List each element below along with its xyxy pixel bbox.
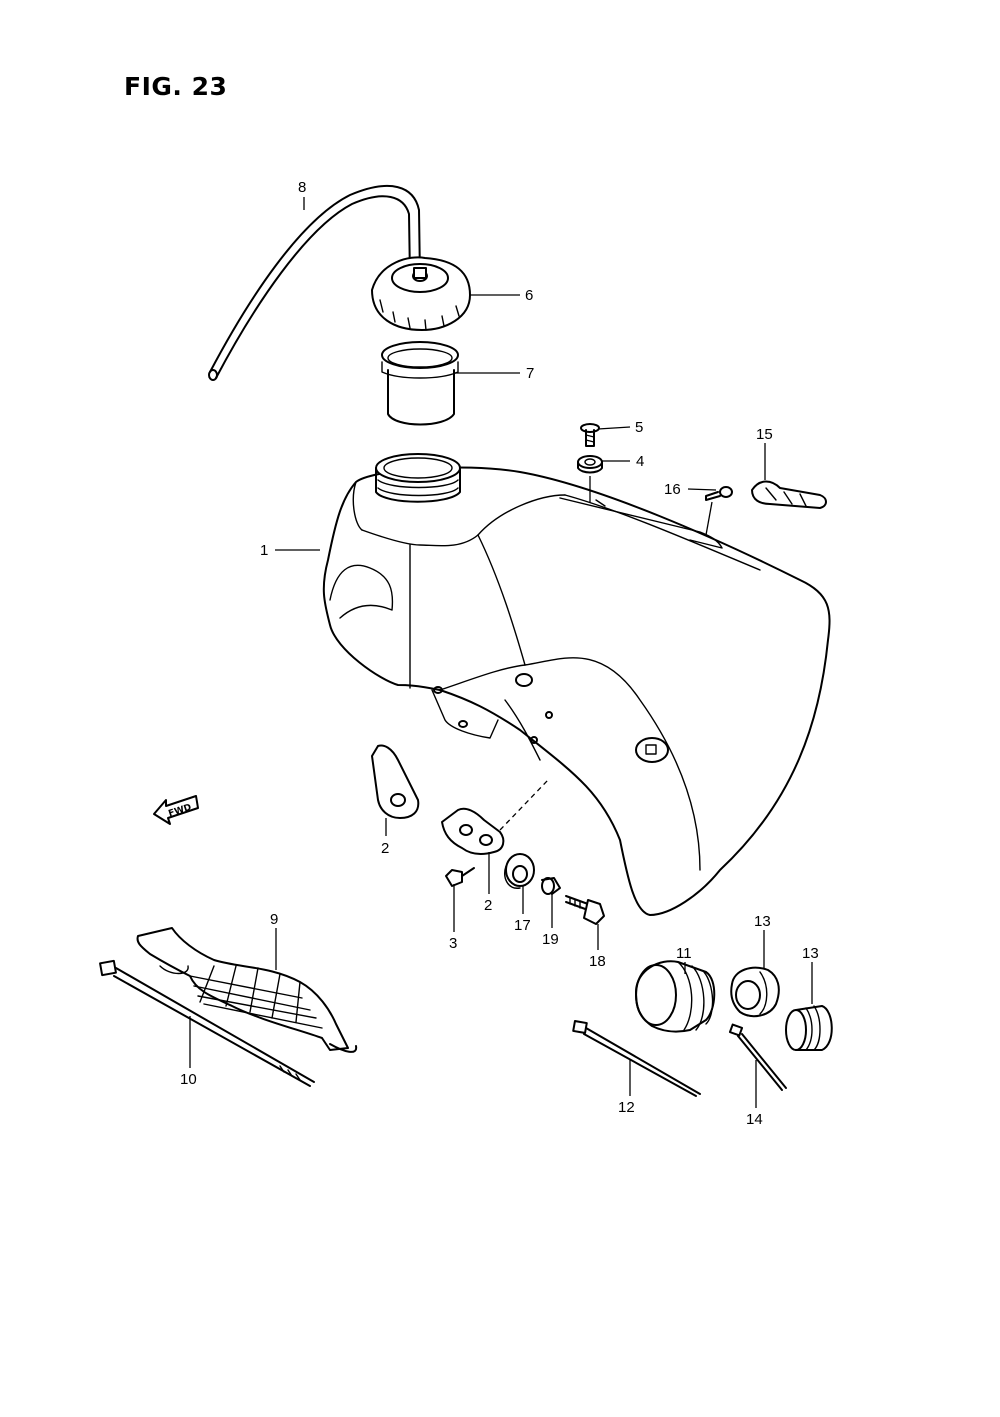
callout-2a: 2 — [381, 840, 389, 857]
bracket-bolt-part — [445, 867, 475, 887]
callout-6: 6 — [525, 287, 533, 304]
callout-1: 1 — [260, 542, 268, 559]
screw-16-part — [705, 486, 733, 501]
callout-16: 16 — [664, 481, 681, 498]
callout-14: 14 — [746, 1111, 763, 1128]
breather-hose-part — [208, 185, 421, 381]
collar-19-part — [541, 877, 561, 895]
clip-15-part — [751, 480, 827, 509]
callout-13b: 13 — [802, 945, 819, 962]
cable-tie-10-part — [99, 959, 315, 1087]
callout-9: 9 — [270, 911, 278, 928]
cushion-17-part — [504, 853, 535, 889]
figure-title: FIG. 23 — [124, 72, 228, 101]
cushion-washer-part — [577, 455, 603, 474]
mounting-screw-part — [580, 423, 600, 447]
callout-15: 15 — [756, 426, 773, 443]
tank-bracket-b-part — [441, 807, 505, 856]
callout-5: 5 — [635, 419, 643, 436]
callout-13a: 13 — [754, 913, 771, 930]
leader-lines — [189, 197, 813, 1108]
callout-3: 3 — [449, 935, 457, 952]
cable-tie-14-part — [728, 1023, 787, 1091]
boot-13a-part — [730, 966, 780, 1018]
callout-7: 7 — [526, 365, 534, 382]
bolt-18-part — [565, 895, 605, 925]
callout-19: 19 — [542, 931, 559, 948]
fuel-tank-part — [322, 453, 831, 916]
callout-17: 17 — [514, 917, 531, 934]
callout-2b: 2 — [484, 897, 492, 914]
callout-4: 4 — [636, 453, 644, 470]
tank-strap-part — [136, 927, 358, 1053]
cable-tie-12-part — [572, 1020, 701, 1097]
fwd-arrow-icon: FWD — [153, 795, 199, 825]
tank-bracket-a-part — [371, 744, 420, 819]
boot-13b-part — [785, 1005, 833, 1051]
callout-8: 8 — [298, 179, 306, 196]
filler-seal-part — [381, 341, 459, 426]
callout-labels: 1 2 2 3 4 5 6 7 8 9 10 11 12 13 13 14 15… — [180, 179, 819, 1128]
callout-12: 12 — [618, 1099, 635, 1116]
callout-18: 18 — [589, 953, 606, 970]
fuel-cap-part — [371, 256, 471, 331]
callout-11: 11 — [676, 945, 692, 962]
boot-11-part — [635, 960, 716, 1033]
callout-10: 10 — [180, 1071, 197, 1088]
